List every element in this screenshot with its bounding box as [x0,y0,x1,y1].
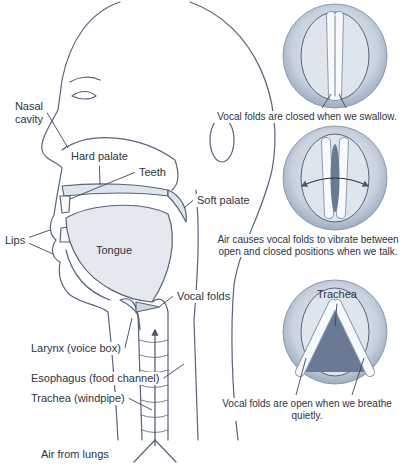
ear [210,118,234,162]
leader-line [296,358,306,395]
leader-line [322,94,331,108]
tongue [66,205,172,302]
leader-line [125,318,132,348]
trachea-back [167,312,168,440]
eye [72,92,96,100]
part-label: Tongue [95,244,133,257]
leader-line [160,296,173,306]
part-label: Esophagus (food channel) [30,372,160,385]
leader-line [184,200,193,208]
part-label: Trachea [316,288,358,301]
closed-folds-view [283,4,387,108]
part-label: Larynx (voice box) [30,342,122,355]
leader-line [29,243,53,254]
part-label: Trachea (windpipe) [30,392,126,405]
airflow-arrow [154,330,155,446]
leader-line [335,304,337,326]
nasal-cavity [62,138,178,190]
bronchus [134,440,155,462]
jaw [66,250,110,300]
part-label: Nasal cavity [2,100,44,125]
soft-palate [168,190,186,222]
part-label: Hard palate [70,150,129,163]
hard-palate [62,184,168,196]
leader-line [352,358,364,395]
back-of-head [190,2,275,440]
trachea-rings [139,340,168,433]
caption: Vocal folds are open when we breathe qui… [212,398,402,421]
part-label: Air from lungs [40,448,110,461]
open-folds-view [283,280,387,384]
leader-line [339,94,346,108]
vocal-fold [136,302,160,312]
part-label: Teeth [138,166,167,179]
part-label: Lips [4,234,26,247]
leader-line [129,398,152,410]
bronchus [155,440,176,462]
leader-line [70,172,135,199]
part-label: Soft palate [196,194,251,207]
caption: Vocal folds are closed when we swallow. [212,111,402,123]
part-label: Vocal folds [176,290,231,303]
leader-line [163,364,184,378]
upper-tooth [60,196,70,213]
pharynx-wall [194,190,198,440]
eyebrow [70,77,100,82]
leader-line [29,230,50,237]
leader-line [47,113,68,148]
leader-line [99,166,101,185]
caption: Air causes vocal folds to vibrate betwee… [216,234,400,257]
vibrating-folds-view [283,126,387,230]
